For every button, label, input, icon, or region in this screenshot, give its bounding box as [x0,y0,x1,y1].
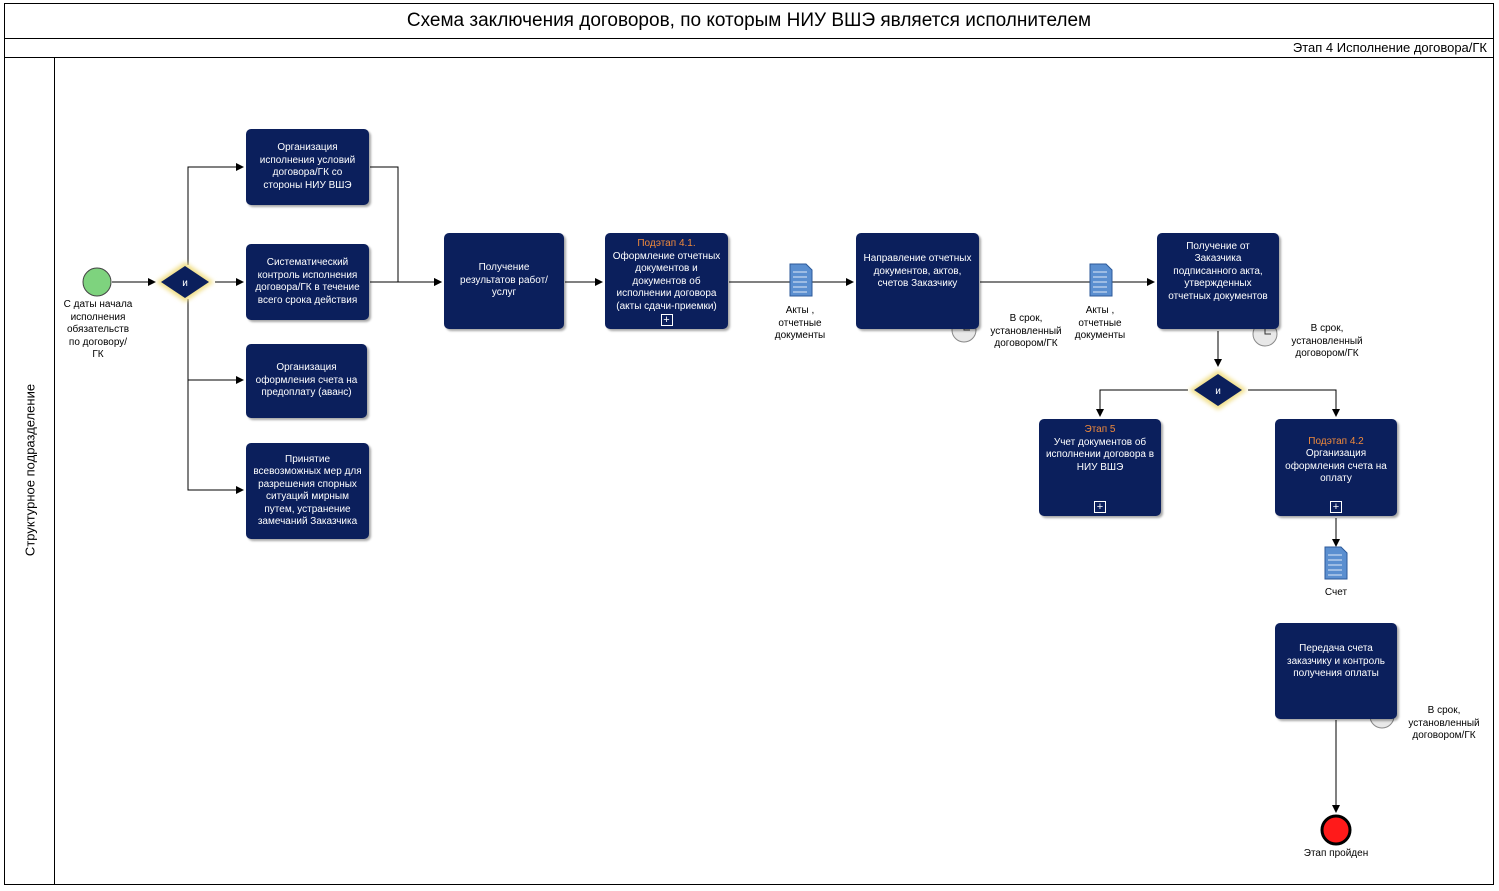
document-label-2: Акты , отчетные документы [1074,305,1126,341]
stage-5-label: Этап 5 [1084,424,1116,435]
swimlane [4,57,1494,885]
document-icon-2 [1089,263,1113,297]
task-send-invoice[interactable]: Передача счета заказчику и контроль полу… [1275,623,1397,719]
task-organize-execution[interactable]: Организация исполнения условий договора/… [246,129,369,205]
swimlane-header [4,57,55,885]
task-systematic-control[interactable]: Систематический контроль исполнения дого… [246,244,369,320]
flow-t1-t5 [370,166,442,286]
stage-header: Этап 4 Исполнение договора/ГК [4,39,1494,57]
flow-gateway-t1 [187,163,244,265]
expand-icon[interactable]: + [660,314,673,326]
document-icon-3 [1324,546,1348,580]
end-event-label: Этап пройден [1303,848,1369,859]
flow-gateway-t10 [1248,389,1340,417]
flow-gateway-t4 [187,380,244,494]
expand-icon[interactable]: + [1094,501,1106,513]
document-label-3: Счет [1324,587,1348,598]
substage-4-1-label: Подэтап 4.1. [637,238,696,249]
diagram-title: Схема заключения договоров, по которым Н… [4,3,1494,39]
flow-gateway-t9 [1096,389,1188,417]
flow-gateway-t3 [187,299,244,384]
task-send-documents[interactable]: Направление отчетных документов, актов, … [856,233,979,329]
task-substage-4-1[interactable]: Подэтап 4.1. Оформление отчетных докумен… [605,233,728,329]
gateway-1: и [156,262,214,302]
start-event-label: С даты начала исполнения обязательств по… [63,299,133,360]
task-prepayment-invoice[interactable]: Организация оформления счета на предопла… [246,344,367,418]
start-event [82,267,112,297]
gateway-1-label: и [182,278,188,289]
document-label-1: Акты , отчетные документы [774,305,826,341]
timer-label-1: В срок, установленный договором/ГК [990,313,1062,349]
task-stage-5[interactable]: Этап 5 Учет документов об исполнении дог… [1039,419,1161,516]
substage-4-2-label: Подэтап 4.2 [1308,435,1364,447]
task-substage-4-2[interactable]: Подэтап 4.2 Организация оформления счета… [1275,419,1397,516]
timer-label-3: В срок, установленный договором/ГК [1408,705,1480,741]
gateway-2-label: и [1215,386,1221,397]
timer-label-2: В срок, установленный договором/ГК [1291,323,1363,359]
task-receive-signed-act[interactable]: Получение от Заказчика подписанного акта… [1157,233,1279,329]
document-icon-1 [789,263,813,297]
end-event [1320,814,1352,846]
task-receive-results[interactable]: Получение результатов работ/услуг [444,233,564,329]
gateway-2: и [1189,370,1247,410]
expand-icon[interactable]: + [1330,501,1342,513]
task-dispute-resolution[interactable]: Принятие всевозможных мер для разрешения… [246,443,369,539]
